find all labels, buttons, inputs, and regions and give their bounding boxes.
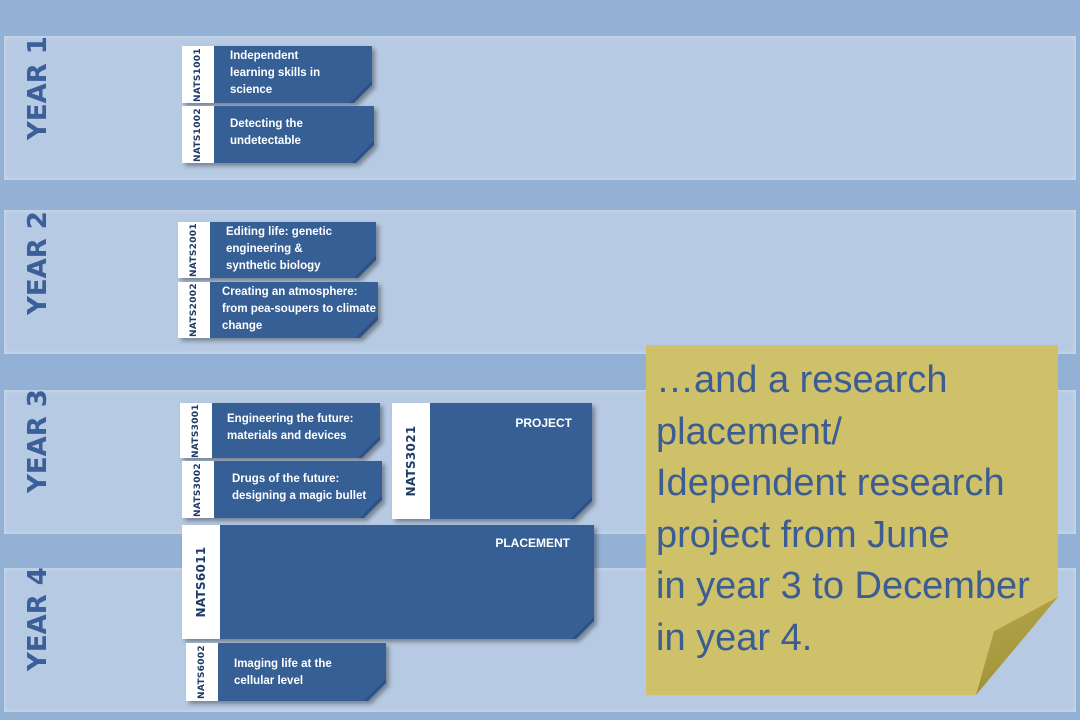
sticky-note <box>646 345 1058 695</box>
module-title: Creating an atmosphere: from pea-soupers… <box>222 286 377 332</box>
module-nats3021[interactable]: NATS3021 PROJECT <box>392 403 592 519</box>
year-4-label: YEAR 4 <box>23 567 53 671</box>
module-code-box: NATS3002 <box>182 461 214 518</box>
module-code-box: NATS3021 <box>392 403 430 519</box>
module-title: Independent learning skills in science <box>230 50 321 96</box>
module-code-box: NATS2002 <box>178 282 210 338</box>
module-code-box: NATS1002 <box>182 106 214 163</box>
module-nats6011[interactable]: NATS6011 PLACEMENT <box>182 525 594 639</box>
year-3-label: YEAR 3 <box>23 389 53 493</box>
module-body: Creating an atmosphere: from pea-soupers… <box>210 282 378 338</box>
module-body: Editing life: genetic engineering & synt… <box>210 222 376 278</box>
module-title: PROJECT <box>515 416 572 430</box>
sticky-note-content: …and a research placement/ Idependent re… <box>646 345 1058 695</box>
page-curl-icon <box>352 141 374 163</box>
module-nats2001[interactable]: NATS2001 Editing life: genetic engineeri… <box>178 222 376 278</box>
module-code: NATS6011 <box>194 546 208 618</box>
module-body: PROJECT <box>430 403 592 519</box>
module-code: NATS3021 <box>404 425 418 497</box>
module-title: Drugs of the future: designing a magic b… <box>232 473 367 502</box>
note-line: Idependent research <box>656 462 1005 504</box>
note-line: placement/ <box>656 410 842 453</box>
module-nats1001[interactable]: NATS1001 Independent learning skills in … <box>182 46 372 103</box>
module-body: Engineering the future: materials and de… <box>212 403 380 458</box>
module-body: Independent learning skills in science <box>214 46 372 103</box>
module-nats1002[interactable]: NATS1002 Detecting the undetectable <box>182 106 374 163</box>
note-line: in year 4. <box>656 616 813 659</box>
module-nats2002[interactable]: NATS2002 Creating an atmosphere: from pe… <box>178 282 378 338</box>
module-code-box: NATS3001 <box>180 403 212 458</box>
module-body: Imaging life at the cellular level <box>218 643 386 701</box>
module-title: Imaging life at the cellular level <box>234 658 332 687</box>
page-curl-icon <box>354 256 376 278</box>
module-code: NATS3001 <box>191 403 201 458</box>
module-code: NATS1002 <box>193 107 203 162</box>
module-code: NATS2002 <box>189 283 199 337</box>
note-line: project from June <box>656 513 950 556</box>
year-2-band <box>4 210 1076 354</box>
page-curl-icon <box>572 617 594 639</box>
page-curl-icon <box>364 679 386 701</box>
module-nats3002[interactable]: NATS3002 Drugs of the future: designing … <box>182 461 382 518</box>
note-text: …and a research placement/ Idependent re… <box>656 355 1080 664</box>
module-code: NATS1001 <box>193 47 203 102</box>
year-1-label: YEAR 1 <box>23 36 53 140</box>
module-title: Editing life: genetic engineering & synt… <box>226 226 333 272</box>
module-code: NATS6002 <box>197 645 207 699</box>
module-title: Engineering the future: materials and de… <box>227 413 354 442</box>
page-curl-icon <box>570 497 592 519</box>
note-line: …and a research <box>656 359 948 401</box>
module-code-box: NATS1001 <box>182 46 214 103</box>
year-2-label: YEAR 2 <box>23 211 53 315</box>
module-code-box: NATS6011 <box>182 525 220 639</box>
module-code: NATS3002 <box>193 462 203 517</box>
module-nats6002[interactable]: NATS6002 Imaging life at the cellular le… <box>186 643 386 701</box>
module-code-box: NATS2001 <box>178 222 210 278</box>
module-title: PLACEMENT <box>495 536 570 550</box>
module-code-box: NATS6002 <box>186 643 218 701</box>
module-nats3001[interactable]: NATS3001 Engineering the future: materia… <box>180 403 380 458</box>
module-body: Detecting the undetectable <box>214 106 374 163</box>
module-body: Drugs of the future: designing a magic b… <box>214 461 382 518</box>
page-curl-icon <box>350 81 372 103</box>
year-1-band <box>4 36 1076 180</box>
module-body: PLACEMENT <box>220 525 594 639</box>
note-line: in year 3 to December <box>656 565 1030 607</box>
module-code: NATS2001 <box>189 223 199 277</box>
module-title: Detecting the undetectable <box>230 118 303 147</box>
